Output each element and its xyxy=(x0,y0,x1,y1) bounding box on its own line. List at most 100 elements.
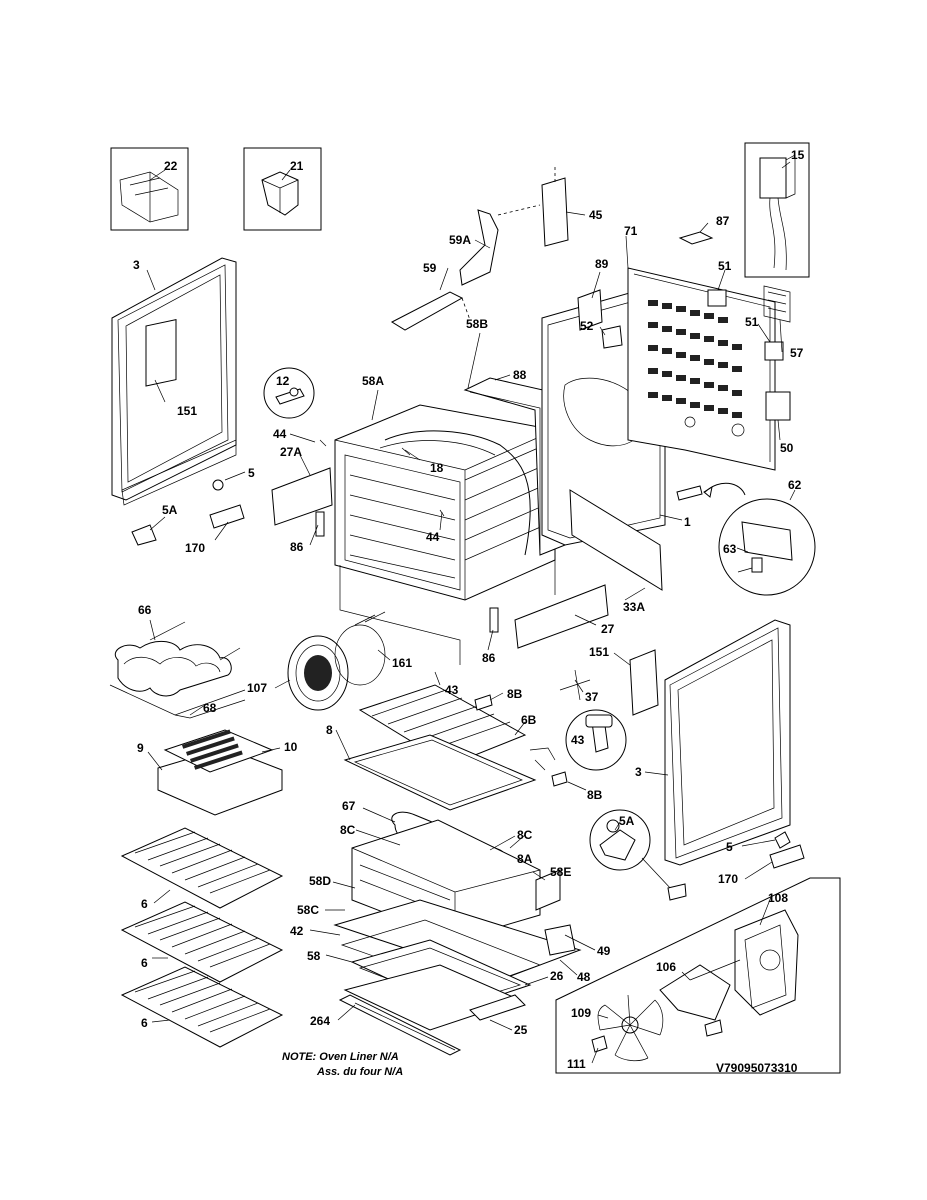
terminal-block-detail xyxy=(676,482,816,596)
label-8A: 8A xyxy=(517,852,533,866)
label-8Ca: 8C xyxy=(340,823,356,837)
label-51a: 51 xyxy=(718,259,732,273)
side-rails xyxy=(271,467,663,649)
convection-cover xyxy=(287,611,386,711)
label-43a: 43 xyxy=(445,683,459,697)
label-57: 57 xyxy=(790,346,804,360)
convection-fan-detail xyxy=(555,877,841,1074)
label-5a: 5 xyxy=(248,466,255,480)
label-25: 25 xyxy=(514,1023,528,1037)
label-170b: 170 xyxy=(718,872,738,886)
leader-lines xyxy=(146,161,796,1064)
side-panel-left xyxy=(111,257,237,506)
note-line-2: Ass. du four N/A xyxy=(316,1066,403,1078)
label-42: 42 xyxy=(290,924,304,938)
glides-and-bolts xyxy=(474,669,627,787)
label-58E: 58E xyxy=(550,865,571,879)
bake-element xyxy=(109,621,246,719)
label-151b: 151 xyxy=(589,645,609,659)
label-6b: 6 xyxy=(141,956,148,970)
bottom-panel xyxy=(338,964,526,1056)
label-8: 8 xyxy=(326,723,333,737)
label-6c: 6 xyxy=(141,1016,148,1030)
label-170a: 170 xyxy=(185,541,205,555)
label-71: 71 xyxy=(624,224,638,238)
inset-part-15 xyxy=(744,142,810,278)
label-21: 21 xyxy=(290,159,304,173)
label-15: 15 xyxy=(791,148,805,162)
small-parts-rear xyxy=(577,231,791,421)
label-6a: 6 xyxy=(141,897,148,911)
label-59: 59 xyxy=(423,261,437,275)
duct-parts xyxy=(390,165,569,331)
label-111: 111 xyxy=(567,1057,586,1071)
inset-part-21 xyxy=(243,147,322,231)
label-26: 26 xyxy=(550,969,564,983)
label-6B: 6B xyxy=(521,713,537,727)
label-107: 107 xyxy=(247,681,267,695)
inset-part-22 xyxy=(110,147,189,231)
label-27A: 27A xyxy=(280,445,302,459)
label-109: 109 xyxy=(571,1006,591,1020)
label-37: 37 xyxy=(585,690,599,704)
part-labels: 22 21 15 45 87 71 59A 59 89 51 51 57 52 … xyxy=(133,148,805,1071)
label-18: 18 xyxy=(430,461,444,475)
label-108: 108 xyxy=(768,891,788,905)
label-59A: 59A xyxy=(449,233,471,247)
label-58D: 58D xyxy=(309,874,331,888)
label-67: 67 xyxy=(342,799,356,813)
label-22: 22 xyxy=(164,159,178,173)
label-44a: 44 xyxy=(273,427,287,441)
oven-cavity xyxy=(334,404,556,665)
label-62: 62 xyxy=(788,478,802,492)
leveler-detail-right xyxy=(589,809,805,901)
label-3b: 3 xyxy=(635,765,642,779)
drawer-pan-8 xyxy=(343,734,537,811)
label-58B: 58B xyxy=(466,317,488,331)
label-8Ba: 8B xyxy=(507,687,523,701)
label-9: 9 xyxy=(137,741,144,755)
label-50: 50 xyxy=(780,441,794,455)
label-44b: 44 xyxy=(426,530,440,544)
label-8Bb: 8B xyxy=(587,788,603,802)
label-66: 66 xyxy=(138,603,152,617)
label-161: 161 xyxy=(392,656,412,670)
back-cover xyxy=(627,267,776,471)
label-33A: 33A xyxy=(623,600,645,614)
label-106: 106 xyxy=(656,960,676,974)
broiler-pan xyxy=(157,729,283,816)
leveler-left xyxy=(131,479,245,546)
label-87: 87 xyxy=(716,214,730,228)
label-12: 12 xyxy=(276,374,290,388)
label-5Ab: 5A xyxy=(619,814,635,828)
label-10: 10 xyxy=(284,740,298,754)
label-52: 52 xyxy=(580,319,594,333)
label-48: 48 xyxy=(577,970,591,984)
label-86a: 86 xyxy=(290,540,304,554)
label-63: 63 xyxy=(723,542,737,556)
label-43b: 43 xyxy=(571,733,585,747)
label-49: 49 xyxy=(597,944,611,958)
label-1: 1 xyxy=(684,515,691,529)
label-27: 27 xyxy=(601,622,615,636)
label-3a: 3 xyxy=(133,258,140,272)
label-86b: 86 xyxy=(482,651,496,665)
label-264: 264 xyxy=(310,1014,330,1028)
label-89: 89 xyxy=(595,257,609,271)
label-51b: 51 xyxy=(745,315,759,329)
label-5b: 5 xyxy=(726,840,733,854)
temp-sensor-detail xyxy=(263,367,445,517)
note-line-1: NOTE: Oven Liner N/A xyxy=(282,1051,399,1063)
label-151a: 151 xyxy=(177,404,197,418)
label-58: 58 xyxy=(307,949,321,963)
model-number: V79095073310 xyxy=(716,1061,798,1075)
label-5Aa: 5A xyxy=(162,503,178,517)
label-68: 68 xyxy=(203,701,217,715)
label-58A: 58A xyxy=(362,374,384,388)
label-58C: 58C xyxy=(297,903,319,917)
label-88: 88 xyxy=(513,368,527,382)
side-panel-right xyxy=(629,619,791,866)
label-8Cb: 8C xyxy=(517,828,533,842)
label-45: 45 xyxy=(589,208,603,222)
